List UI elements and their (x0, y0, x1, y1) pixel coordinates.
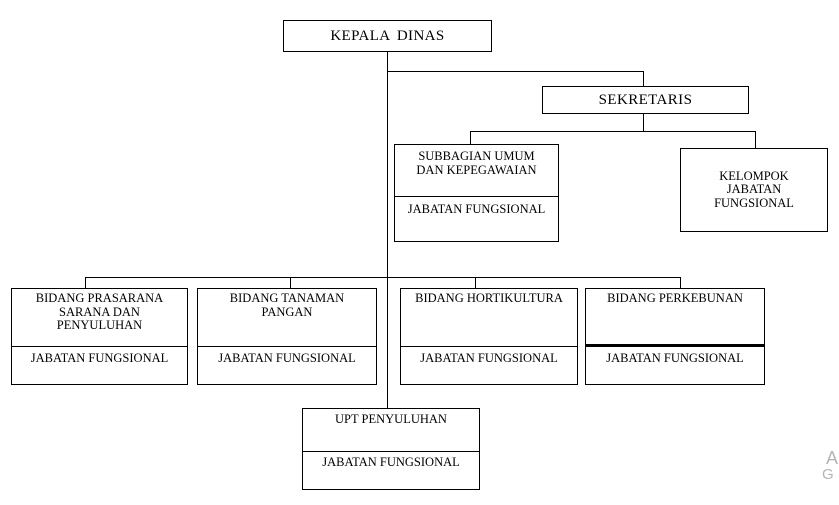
connector-sekretaris-drop (643, 71, 644, 86)
node-bidang-perkebunan-title: BIDANG PERKEBUNAN (586, 289, 764, 347)
connector-kelompok-drop (755, 131, 756, 148)
node-upt-sub: JABATAN FUNGSIONAL (322, 455, 460, 469)
node-bidang-perkebunan-sub: JABATAN FUNGSIONAL (606, 351, 744, 365)
node-bidang-hortikultura-sub: JABATAN FUNGSIONAL (420, 351, 558, 365)
title-line: PENYULUHAN (56, 318, 143, 332)
node-bidang-tanaman-sub: JABATAN FUNGSIONAL (218, 351, 356, 365)
connector-bidang3-drop (475, 277, 476, 288)
node-kelompok-jabatan-fungsional: KELOMPOK JABATAN FUNGSIONAL (680, 148, 828, 232)
node-kelompok-label: KELOMPOK JABATAN FUNGSIONAL (714, 168, 794, 211)
title-line: BIDANG TANAMAN (229, 291, 345, 305)
title-line: BIDANG PRASARANA (35, 291, 164, 305)
connector-bidang4-drop (680, 277, 681, 288)
node-sekretaris-label: SEKRETARIS (598, 91, 693, 108)
node-subbagian-umum-sub: JABATAN FUNGSIONAL (407, 202, 546, 216)
node-subbagian-umum: SUBBAGIAN UMUM DAN KEPEGAWAIAN JABATAN F… (394, 144, 559, 242)
connector-sekretaris-branch (387, 71, 644, 72)
connector-bidang-rail (85, 277, 681, 278)
connector-sekretaris-stem (643, 114, 644, 131)
node-bidang-prasarana-title: BIDANG PRASARANA SARANA DAN PENYULUHAN (12, 289, 187, 347)
connector-bidang2-drop (290, 277, 291, 288)
label-line: FUNGSIONAL (714, 195, 794, 210)
node-bidang-prasarana-sub: JABATAN FUNGSIONAL (30, 351, 169, 365)
label-line: JABATAN (726, 182, 782, 197)
connector-bidang1-drop (85, 277, 86, 288)
node-bidang-tanaman-pangan: BIDANG TANAMAN PANGAN JABATAN FUNGSIONAL (197, 288, 377, 385)
title-line: DAN KEPEGAWAIAN (416, 162, 537, 177)
node-kepala-dinas-label: KEPALA DINAS (330, 27, 445, 44)
title-line: SARANA DAN (59, 304, 140, 319)
connector-main-vertical (387, 52, 388, 408)
node-bidang-prasarana: BIDANG PRASARANA SARANA DAN PENYULUHAN J… (11, 288, 188, 385)
title-line: SUBBAGIAN UMUM (418, 149, 535, 163)
connector-secretariat-children (470, 131, 756, 132)
watermark-fragment-a: A (826, 448, 839, 468)
node-sekretaris: SEKRETARIS (542, 86, 749, 114)
connector-subbagian-drop (470, 131, 471, 144)
node-kepala-dinas: KEPALA DINAS (283, 20, 492, 52)
node-bidang-hortikultura-title: BIDANG HORTIKULTURA (401, 289, 577, 347)
node-subbagian-umum-title: SUBBAGIAN UMUM DAN KEPEGAWAIAN (395, 145, 558, 197)
label-line: KELOMPOK (719, 168, 789, 183)
node-bidang-hortikultura: BIDANG HORTIKULTURA JABATAN FUNGSIONAL (400, 288, 578, 385)
node-bidang-perkebunan: BIDANG PERKEBUNAN JABATAN FUNGSIONAL (585, 288, 765, 385)
node-upt-title: UPT PENYULUHAN (303, 409, 479, 452)
watermark-fragment-g: G (822, 466, 834, 483)
node-upt-penyuluhan: UPT PENYULUHAN JABATAN FUNGSIONAL (302, 408, 480, 490)
node-bidang-tanaman-title: BIDANG TANAMAN PANGAN (198, 289, 376, 347)
title-line: PANGAN (261, 304, 313, 319)
